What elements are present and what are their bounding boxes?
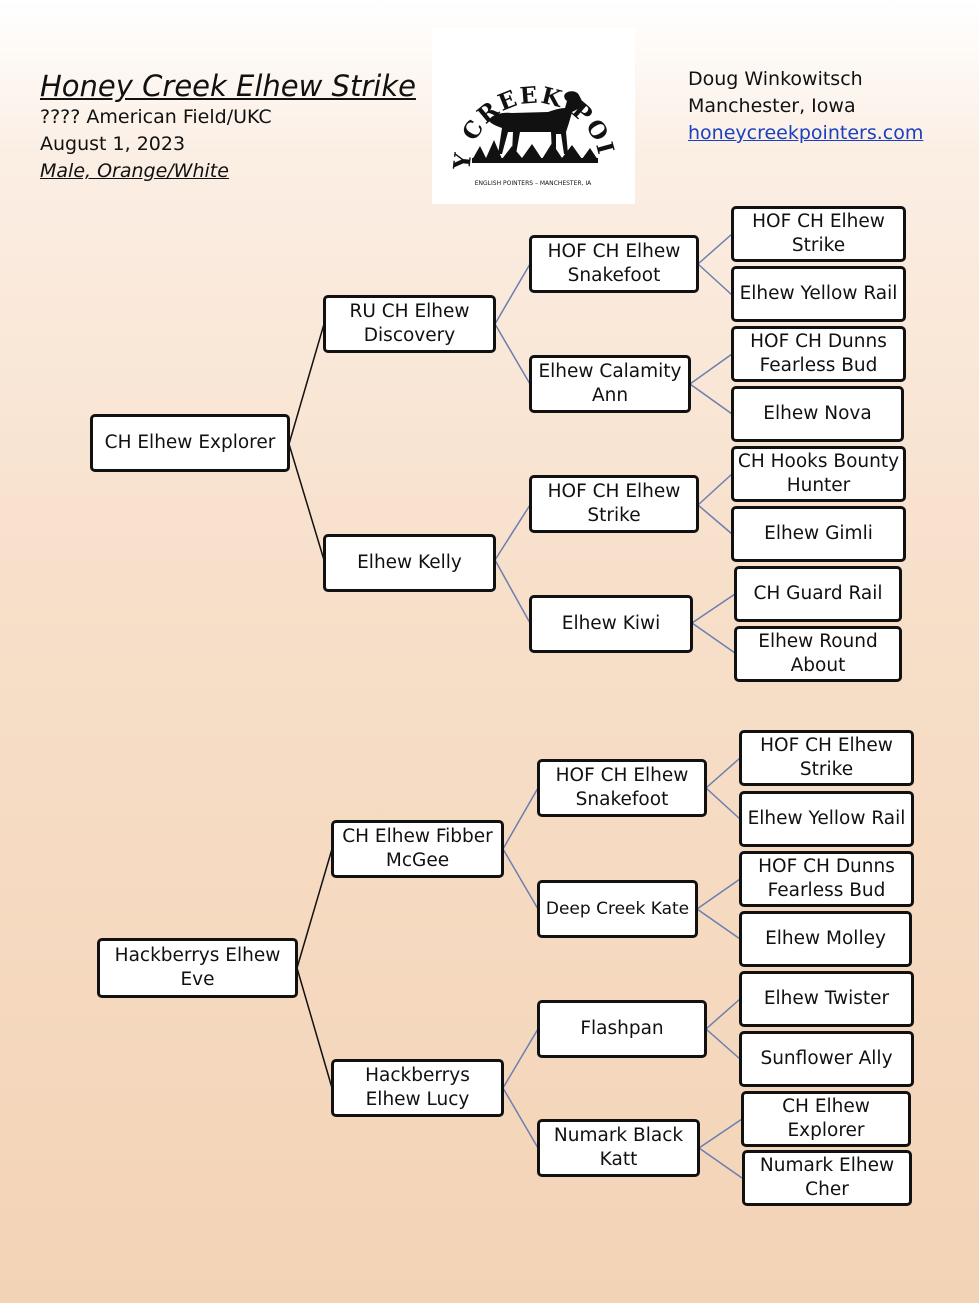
registration-text: ???? American Field/UKC — [40, 106, 272, 128]
sire-sire-sire-box: HOF CH Elhew Snakefoot — [529, 235, 699, 293]
sire-dam-sire-box: HOF CH Elhew Strike — [529, 475, 699, 533]
dam-sire-dam-box: Deep Creek Kate — [537, 880, 698, 938]
ancestor-box-1: HOF CH Elhew Strike — [731, 206, 906, 262]
date-text: August 1, 2023 — [40, 133, 186, 155]
ancestor-box-9: HOF CH Elhew Strike — [739, 730, 914, 786]
logo-subtext: ENGLISH POINTERS – MANCHESTER, IA — [475, 180, 592, 187]
ancestor-box-3: HOF CH Dunns Fearless Bud — [731, 326, 906, 382]
sex-color-text: Male, Orange/White — [40, 160, 229, 182]
ancestor-box-10: Elhew Yellow Rail — [739, 791, 914, 847]
ancestor-box-2: Elhew Yellow Rail — [731, 266, 906, 322]
contact-block: Doug Winkowitsch Manchester, Iowa honeyc… — [688, 66, 923, 147]
ancestor-box-16: Numark Elhew Cher — [742, 1150, 912, 1206]
ancestor-box-7: CH Guard Rail — [734, 566, 902, 622]
dam-sire-box: CH Elhew Fibber McGee — [331, 820, 504, 878]
dam-box: Hackberrys Elhew Eve — [97, 938, 298, 998]
sire-box: CH Elhew Explorer — [90, 414, 290, 472]
dam-dam-sire-box: Flashpan — [537, 1000, 707, 1058]
ancestor-box-13: Elhew Twister — [739, 971, 914, 1027]
ancestor-box-15: CH Elhew Explorer — [741, 1091, 911, 1147]
ancestor-box-8: Elhew Round About — [734, 626, 902, 682]
sire-sire-box: RU CH Elhew Discovery — [323, 295, 496, 353]
owner-location: Manchester, Iowa — [688, 95, 856, 117]
ancestor-box-5: CH Hooks Bounty Hunter — [731, 446, 906, 502]
ancestor-box-11: HOF CH Dunns Fearless Bud — [739, 851, 914, 907]
pointer-dog-icon — [472, 91, 598, 163]
owner-name: Doug Winkowitsch — [688, 68, 863, 90]
header-block: Honey Creek Elhew Strike ???? American F… — [40, 68, 416, 185]
sire-sire-dam-box: Elhew Calamity Ann — [529, 355, 691, 413]
ancestor-box-14: Sunflower Ally — [739, 1031, 914, 1087]
logo-graphic: HONEY CREEK POINTERS ENGLISH POINTERS – … — [420, 7, 618, 187]
ancestor-box-6: Elhew Gimli — [731, 506, 906, 562]
website-link[interactable]: honeycreekpointers.com — [688, 122, 924, 144]
page-title: Honey Creek Elhew Strike — [40, 69, 416, 103]
sire-dam-box: Elhew Kelly — [323, 534, 496, 592]
sire-dam-dam-box: Elhew Kiwi — [529, 595, 693, 653]
ancestor-box-4: Elhew Nova — [731, 386, 904, 442]
dam-sire-sire-box: HOF CH Elhew Snakefoot — [537, 759, 707, 817]
ancestor-box-12: Elhew Molley — [739, 911, 912, 967]
dam-dam-box: Hackberrys Elhew Lucy — [331, 1059, 504, 1117]
dam-dam-dam-box: Numark Black Katt — [537, 1119, 700, 1177]
kennel-logo: HONEY CREEK POINTERS ENGLISH POINTERS – … — [420, 7, 635, 204]
